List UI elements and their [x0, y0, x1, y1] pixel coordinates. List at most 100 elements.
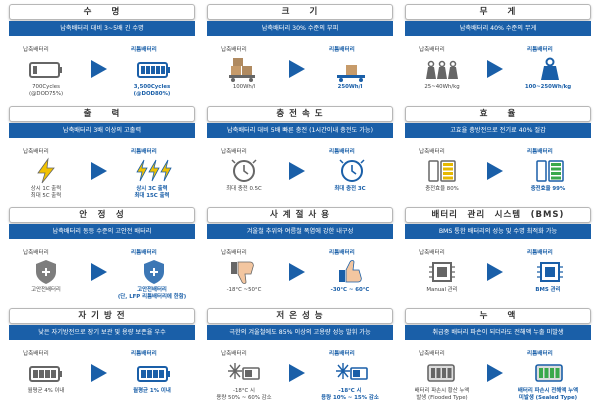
lithium-battery-label: 리튬배터리	[527, 351, 553, 357]
lead-battery-label: 납축배터리	[23, 351, 49, 357]
lead-battery-label: 납축배터리	[419, 351, 445, 357]
feature-panel-5: 효 율 고효율 충방전으로 전기료 40% 절감 납축배터리 리튬배터리 충전효…	[405, 106, 591, 204]
clock-fast-charge-icon	[333, 157, 371, 185]
lead-battery-label: 납축배터리	[419, 149, 445, 155]
arrow-right-icon	[289, 364, 305, 382]
lead-battery-spec: 25~40Wh/kg	[424, 84, 460, 90]
feature-panel-3: 출 력 납축배터리 3배 이상의 고출력 납축배터리 리튬배터리 상시 1C 출…	[9, 106, 195, 204]
feature-panel-7: 사 계 절 사 용 겨울철 추위와 여름철 폭염에 강한 내구성 납축배터리 리…	[207, 207, 393, 305]
lithium-battery-spec: 고안전배터리(단, LFP 리튬배터리에 한함)	[117, 287, 187, 300]
lead-battery-label: 납축배터리	[221, 351, 247, 357]
battery-leak-gray-icon	[423, 359, 461, 387]
feature-panel-9: 자 기 방 전 낮은 자기방전으로 장기 보관 및 용량 보존율 우수 납축배터…	[9, 308, 195, 406]
lithium-battery-label: 리튬배터리	[329, 149, 355, 155]
lithium-battery-label: 리튬배터리	[329, 250, 355, 256]
arrow-right-icon	[289, 162, 305, 180]
lithium-battery-spec: -30°C ~ 60°C	[330, 287, 370, 293]
panel-title: 크 기	[207, 4, 393, 20]
panel-title: 안 정 성	[9, 207, 195, 223]
shield-blue-icon	[135, 258, 173, 286]
lithium-battery-spec: 100~250Wh/kg	[524, 84, 572, 90]
battery-low-icon	[27, 55, 65, 83]
feature-panel-0: 수 명 납축배터리 대비 3~5배 긴 수명 납축배터리 리튬배터리 700Cy…	[9, 4, 195, 102]
lead-battery-spec: 고안전배터리	[31, 287, 61, 293]
panel-subtitle: 납축배터리 동등 수준의 고안전 배터리	[9, 224, 195, 239]
lithium-battery-spec: 최대 충전 3C	[334, 186, 366, 192]
panel-title: 저 온 성 능	[207, 308, 393, 324]
battery-discharge-gray-icon	[27, 359, 65, 387]
box-cart-icon	[333, 55, 371, 83]
lithium-battery-spec: 충전효율 99%	[530, 186, 566, 192]
lithium-battery-label: 리튬배터리	[131, 149, 157, 155]
lead-battery-spec: -18°C ~50°C	[226, 287, 262, 293]
lead-battery-spec: Manual 관리	[426, 287, 458, 293]
chip-blue-icon	[531, 258, 569, 286]
panel-subtitle: 겨울철 추위와 여름철 폭염에 강한 내구성	[207, 224, 393, 239]
lithium-battery-spec: BMS 관리	[535, 287, 561, 293]
panel-title: 충 전 속 도	[207, 106, 393, 122]
feature-panel-2: 무 게 납축배터리 40% 수준의 무게 납축배터리 리튬배터리 25~40Wh…	[405, 4, 591, 102]
lithium-battery-spec: 250Wh/l	[337, 84, 363, 90]
feature-panel-10: 저 온 성 능 극한의 겨울철에도 85% 이상의 고용량 성능 발휘 가능 납…	[207, 308, 393, 406]
battery-discharge-blue-icon	[135, 359, 173, 387]
panel-subtitle: 납축배터리 30% 수준의 부피	[207, 21, 393, 36]
lithium-battery-label: 리튬배터리	[329, 47, 355, 53]
arrow-right-icon	[487, 60, 503, 78]
panel-subtitle: 납축배터리 3배 이상의 고출력	[9, 123, 195, 138]
lithium-battery-label: 리튬배터리	[131, 351, 157, 357]
arrow-right-icon	[289, 263, 305, 281]
lead-battery-spec: 700Cycles(@DOD75%)	[28, 84, 64, 97]
lead-battery-spec: 충전효율 80%	[425, 186, 459, 192]
lead-battery-label: 납축배터리	[221, 149, 247, 155]
panel-subtitle: 납축배터리 대비 3~5배 긴 수명	[9, 21, 195, 36]
panel-title: 무 게	[405, 4, 591, 20]
arrow-right-icon	[91, 263, 107, 281]
thumbs-down-icon	[225, 258, 263, 286]
arrow-right-icon	[487, 263, 503, 281]
panel-title: 효 율	[405, 106, 591, 122]
arrow-right-icon	[487, 364, 503, 382]
battery-sealed-blue-icon	[531, 359, 569, 387]
panel-title: 자 기 방 전	[9, 308, 195, 324]
snowflake-battery-blue-icon	[333, 359, 371, 387]
lithium-battery-label: 리튬배터리	[527, 149, 553, 155]
thumbs-up-icon	[333, 258, 371, 286]
panel-title: 출 력	[9, 106, 195, 122]
weight-icon	[531, 55, 569, 83]
panel-subtitle: BMS 통한 배터리의 성능 및 수명 최적화 가능	[405, 224, 591, 239]
panel-subtitle: 취급중 배터리 파손이 되더라도 전해액 누출 미발생	[405, 325, 591, 340]
lithium-battery-spec: 3,500Cycles(@DOD80%)	[133, 84, 171, 97]
boxes-cart-icon	[225, 55, 263, 83]
triple-lightning-icon	[135, 157, 173, 185]
feature-panel-4: 충 전 속 도 납축배터리 대비 5배 빠른 충전 (1시간이내 충전도 가능)…	[207, 106, 393, 204]
lead-battery-label: 납축배터리	[419, 250, 445, 256]
lead-battery-label: 납축배터리	[23, 149, 49, 155]
lithium-battery-label: 리튬배터리	[527, 47, 553, 53]
arrow-right-icon	[91, 60, 107, 78]
lead-battery-spec: 월평균 4% 이내	[27, 388, 65, 394]
panel-subtitle: 납축배터리 대비 5배 빠른 충전 (1시간이내 충전도 가능)	[207, 123, 393, 138]
panel-subtitle: 납축배터리 40% 수준의 무게	[405, 21, 591, 36]
lithium-battery-label: 리튬배터리	[131, 250, 157, 256]
feature-panel-1: 크 기 납축배터리 30% 수준의 부피 납축배터리 리튬배터리 100Wh/l…	[207, 4, 393, 102]
battery-efficiency-high-icon	[531, 157, 569, 185]
battery-efficiency-low-icon	[423, 157, 461, 185]
lightning-icon	[27, 157, 65, 185]
arrow-right-icon	[91, 364, 107, 382]
lithium-battery-label: 리튬배터리	[329, 351, 355, 357]
panel-title: 사 계 절 사 용	[207, 207, 393, 223]
lithium-battery-label: 리튬배터리	[131, 47, 157, 53]
snowflake-battery-gray-icon	[225, 359, 263, 387]
lead-battery-spec: 최대 충전 0.5C	[226, 186, 262, 192]
arrow-right-icon	[289, 60, 305, 78]
weights-icon	[423, 55, 461, 83]
lithium-battery-spec: 월평균 1% 이내	[133, 388, 171, 394]
arrow-right-icon	[487, 162, 503, 180]
panel-subtitle: 극한의 겨울철에도 85% 이상의 고용량 성능 발휘 가능	[207, 325, 393, 340]
panel-subtitle: 낮은 자기방전으로 장기 보관 및 용량 보존율 우수	[9, 325, 195, 340]
lead-battery-label: 납축배터리	[221, 250, 247, 256]
